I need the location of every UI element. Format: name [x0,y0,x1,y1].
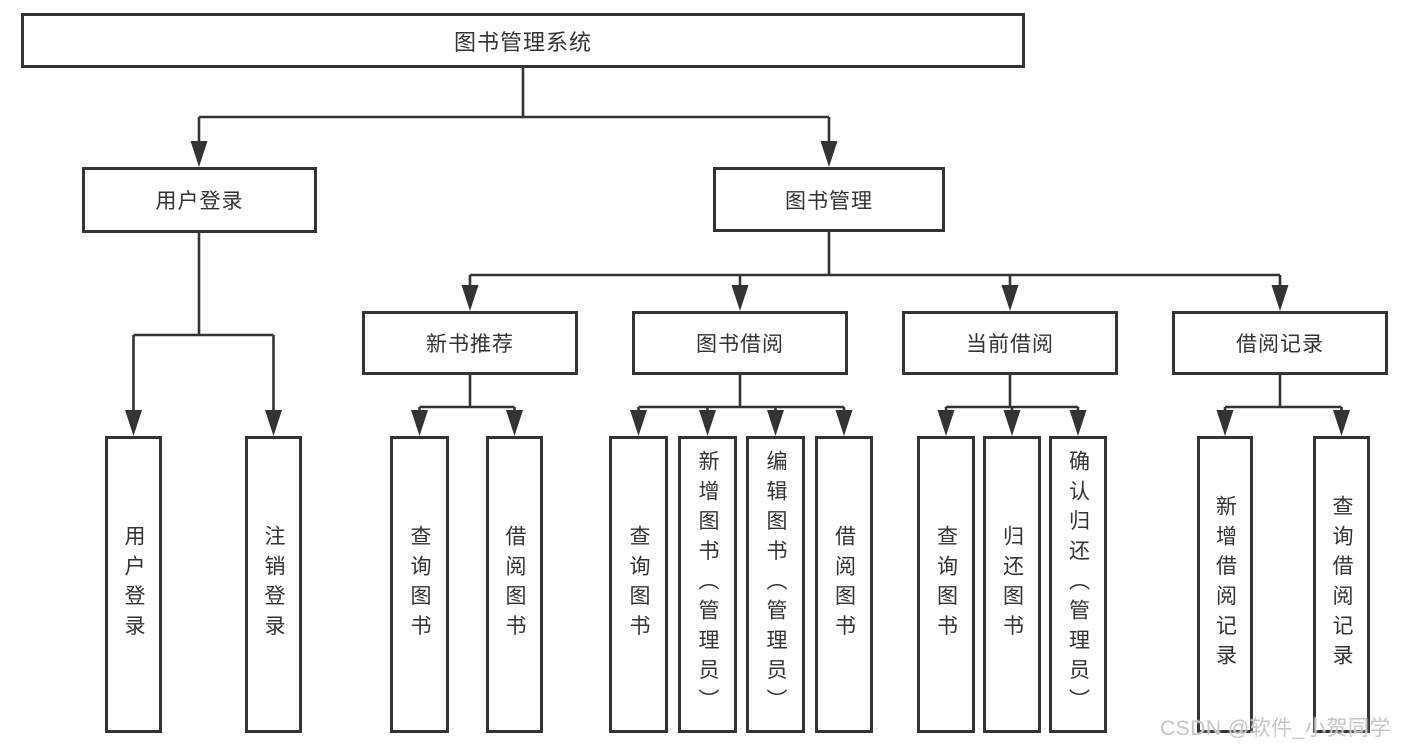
leaf-return-books: 归还图书 [983,436,1041,733]
node-book-borrowing-label: 图书借阅 [696,333,784,356]
leaf-query-books-current-label: 查询图书 [934,524,958,645]
leaf-logout-label: 注销登录 [262,524,285,645]
leaf-query-books-recommend: 查询图书 [390,436,449,733]
node-book-management-label: 图书管理 [785,189,873,213]
leaf-add-books-admin-label: 新增图书（管理员） [696,450,719,719]
leaf-add-books-admin: 新增图书（管理员） [678,436,737,733]
leaf-confirm-return-admin-label: 确认归还（管理员） [1066,450,1090,719]
leaf-user-login-label: 用户登录 [122,524,145,645]
watermark: CSDN @软件_小贺同学 [1160,717,1391,740]
node-new-book-recommend-label: 新书推荐 [426,333,514,356]
leaf-add-borrow-record: 新增借阅记录 [1197,436,1253,733]
leaf-query-books-recommend-label: 查询图书 [408,524,431,645]
node-current-borrowing: 当前借阅 [902,311,1118,375]
leaf-borrow-books-recommend-label: 借阅图书 [503,524,526,645]
node-new-book-recommend: 新书推荐 [362,311,578,375]
leaf-query-borrow-record-label: 查询借阅记录 [1330,495,1353,674]
leaf-edit-books-admin-label: 编辑图书（管理员） [764,450,787,719]
leaf-add-borrow-record-label: 新增借阅记录 [1213,495,1237,674]
node-root-label: 图书管理系统 [453,29,592,55]
node-book-borrowing: 图书借阅 [632,311,848,375]
leaf-logout: 注销登录 [245,436,302,733]
leaf-query-books-borrowing-label: 查询图书 [627,524,650,645]
leaf-borrow-books-recommend: 借阅图书 [486,436,543,733]
node-root: 图书管理系统 [21,13,1025,68]
leaf-query-books-current: 查询图书 [917,436,975,733]
node-book-management: 图书管理 [713,167,945,232]
leaf-confirm-return-admin: 确认归还（管理员） [1049,436,1107,733]
leaf-borrow-books-borrowing: 借阅图书 [815,436,873,733]
node-user-login: 用户登录 [82,167,317,233]
leaf-user-login: 用户登录 [105,436,162,733]
leaf-query-books-borrowing: 查询图书 [609,436,668,733]
node-user-login-label: 用户登录 [155,190,244,213]
node-borrow-records: 借阅记录 [1172,311,1388,375]
leaf-query-borrow-record: 查询借阅记录 [1313,436,1370,733]
leaf-borrow-books-borrowing-label: 借阅图书 [832,524,856,645]
leaf-edit-books-admin: 编辑图书（管理员） [746,436,805,733]
node-current-borrowing-label: 当前借阅 [966,333,1054,356]
node-borrow-records-label: 借阅记录 [1236,333,1324,356]
leaf-return-books-label: 归还图书 [1000,524,1024,645]
